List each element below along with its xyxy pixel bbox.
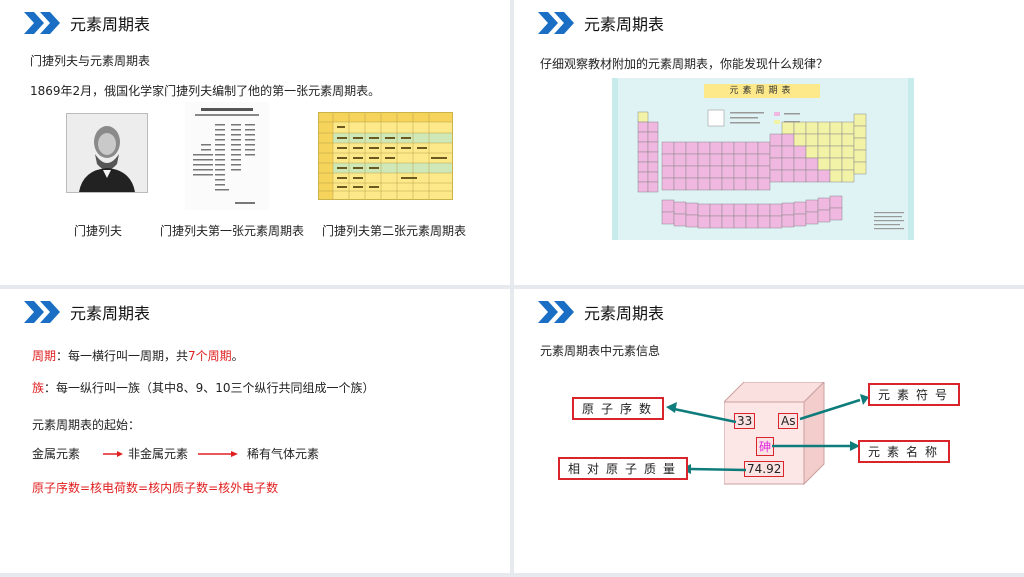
slide-header: 元素周期表 xyxy=(538,10,664,36)
element-symbol-value: As xyxy=(778,413,799,429)
slide-title: 元素周期表 xyxy=(70,15,151,34)
sequence-nonmetal: 非金属元素 xyxy=(128,447,189,461)
slide-3[interactable]: 元素周期表 周期：每一横行叫一周期，共7个周期。 族：每一纵行叫一族（其中8、9… xyxy=(0,289,510,573)
question-text: 仔细观察教材附加的元素周期表，你能发现什么规律？ xyxy=(540,57,829,71)
slide-body-text: 1869年2月，俄国化学家门捷列夫编制了他的第一张元素周期表。 xyxy=(30,84,381,98)
first-table-image xyxy=(185,102,269,210)
formula-text: 原子序数=核电荷数=核内质子数=核外电子数 xyxy=(32,481,279,495)
portrait-image xyxy=(66,113,148,193)
caption-portrait: 门捷列夫 xyxy=(74,224,123,238)
pointer-arrows xyxy=(666,394,869,474)
double-chevron-icon xyxy=(24,12,60,34)
slide-title: 元素周期表 xyxy=(70,304,151,323)
caption-first-table: 门捷列夫第一张元素周期表 xyxy=(160,224,305,238)
slide-header: 元素周期表 xyxy=(538,299,664,325)
slide-subtitle: 门捷列夫与元素周期表 xyxy=(30,54,151,68)
atomic-number-value: 33 xyxy=(734,413,756,429)
sequence-noble-gas: 稀有气体元素 xyxy=(247,447,320,461)
slide-2[interactable]: 元素周期表 仔细观察教材附加的元素周期表，你能发现什么规律？ 元素周期表 xyxy=(514,0,1024,285)
slide-header: 元素周期表 xyxy=(24,299,150,325)
document-icon xyxy=(185,102,269,210)
period-end: 。 xyxy=(231,349,244,363)
arrow-right-icon xyxy=(103,451,123,457)
slide-title: 元素周期表 xyxy=(584,304,665,323)
slide-header: 元素周期表 xyxy=(24,10,150,36)
element-name-label: 元素名称 xyxy=(858,440,951,463)
period-count: 7个周期 xyxy=(188,349,232,363)
group-label: 族 xyxy=(32,381,45,395)
intro-text: 元素周期表中元素信息 xyxy=(540,344,661,358)
caption-second-table: 门捷列夫第二张元素周期表 xyxy=(322,224,467,238)
period-definition: 周期：每一横行叫一周期，共7个周期。 xyxy=(32,347,244,364)
period-text: ：每一横行叫一周期，共 xyxy=(56,349,189,363)
periodic-table-icon xyxy=(612,78,914,240)
atomic-mass-label: 相对原子质量 xyxy=(558,457,689,480)
periodic-table-icon xyxy=(319,113,452,199)
sequence-metal: 金属元素 xyxy=(32,447,81,461)
element-name-value: 砷 xyxy=(756,437,775,456)
group-definition: 族：每一纵行叫一族（其中8、9、10三个纵行共同组成一个族） xyxy=(32,379,375,396)
slide-title: 元素周期表 xyxy=(584,15,665,34)
slide-1[interactable]: 元素周期表 门捷列夫与元素周期表 1869年2月，俄国化学家门捷列夫编制了他的第… xyxy=(0,0,510,285)
second-table-image xyxy=(318,112,453,200)
image-title: 元素周期表 xyxy=(704,84,820,98)
atomic-mass-value: 74.92 xyxy=(744,461,785,477)
period-label: 周期 xyxy=(32,349,57,363)
double-chevron-icon xyxy=(538,12,574,34)
atomic-number-label: 原子序数 xyxy=(572,397,665,420)
portrait-icon xyxy=(67,114,147,192)
start-label: 元素周期表的起始： xyxy=(32,418,141,432)
slide-4[interactable]: 元素周期表 元素周期表中元素信息 33 As 砷 74.92 原子序数 元素符号… xyxy=(514,289,1024,573)
double-chevron-icon xyxy=(24,301,60,323)
arrow-right-icon xyxy=(198,451,238,457)
group-text: ：每一纵行叫一族（其中8、9、10三个纵行共同组成一个族） xyxy=(44,381,375,395)
element-symbol-label: 元素符号 xyxy=(868,383,961,406)
periodic-table-3d-image: 元素周期表 xyxy=(612,78,914,240)
